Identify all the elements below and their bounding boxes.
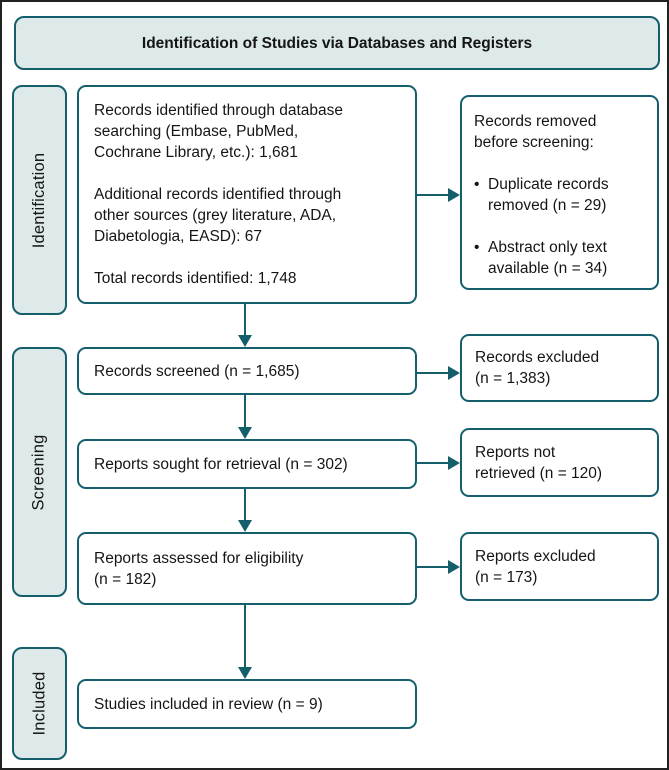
records-removed-heading: Records removed before screening: xyxy=(474,113,597,151)
box-reports-excluded: Reports excluded (n = 173) xyxy=(460,532,659,601)
arrow-down-icon xyxy=(238,667,252,679)
arrow-right-icon xyxy=(448,560,460,574)
bullet-abstract-text: Abstract only text available (n = 34) xyxy=(488,239,608,277)
arrow-shaft xyxy=(417,372,449,374)
stage-screening-label: Screening xyxy=(30,433,49,511)
arrow-right-icon xyxy=(448,366,460,380)
bullet-item-duplicates: • Duplicate records removed (n = 29) xyxy=(474,174,649,216)
box-records-removed: Records removed before screening: • Dupl… xyxy=(460,95,659,290)
studies-included-text: Studies included in review (n = 9) xyxy=(94,695,323,713)
arrow-down-icon xyxy=(238,335,252,347)
arrow-down-icon xyxy=(238,520,252,532)
reports-assessed-text: Reports assessed for eligibility (n = 18… xyxy=(94,549,304,588)
stage-included-label: Included xyxy=(30,671,49,736)
box-reports-sought: Reports sought for retrieval (n = 302) xyxy=(77,439,417,489)
reports-sought-text: Reports sought for retrieval (n = 302) xyxy=(94,455,348,473)
box-records-excluded: Records excluded (n = 1,383) xyxy=(460,334,659,402)
bullet-duplicates-text: Duplicate records removed (n = 29) xyxy=(488,176,609,214)
arrow-shaft xyxy=(417,194,449,196)
stage-screening: Screening xyxy=(12,347,67,597)
header-box: Identification of Studies via Databases … xyxy=(14,16,660,70)
bullet-item-abstract: • Abstract only text available (n = 34) xyxy=(474,237,649,279)
box-records-identified: Records identified through database sear… xyxy=(77,85,417,304)
box-reports-not-retrieved: Reports not retrieved (n = 120) xyxy=(460,428,659,497)
records-excluded-text: Records excluded (n = 1,383) xyxy=(475,349,600,387)
reports-excluded-text: Reports excluded (n = 173) xyxy=(475,547,596,586)
arrow-shaft xyxy=(417,462,449,464)
arrow-shaft xyxy=(244,304,246,336)
stage-included: Included xyxy=(12,647,67,760)
arrow-shaft xyxy=(417,566,449,568)
box-records-screened: Records screened (n = 1,685) xyxy=(77,347,417,395)
records-screened-text: Records screened (n = 1,685) xyxy=(94,362,300,380)
arrow-shaft xyxy=(244,395,246,428)
box-studies-included: Studies included in review (n = 9) xyxy=(77,679,417,729)
bullet-icon: • xyxy=(474,176,480,193)
arrow-right-icon xyxy=(448,188,460,202)
records-identified-text: Records identified through database sear… xyxy=(94,102,344,287)
stage-identification: Identification xyxy=(12,85,67,315)
box-reports-assessed: Reports assessed for eligibility (n = 18… xyxy=(77,532,417,605)
bullet-icon: • xyxy=(474,239,480,256)
arrow-shaft xyxy=(244,489,246,521)
reports-not-retrieved-text: Reports not retrieved (n = 120) xyxy=(475,443,603,482)
diagram-title: Identification of Studies via Databases … xyxy=(141,34,533,52)
arrow-down-icon xyxy=(238,427,252,439)
arrow-right-icon xyxy=(448,456,460,470)
stage-identification-label: Identification xyxy=(30,152,49,248)
arrow-shaft xyxy=(244,605,246,668)
